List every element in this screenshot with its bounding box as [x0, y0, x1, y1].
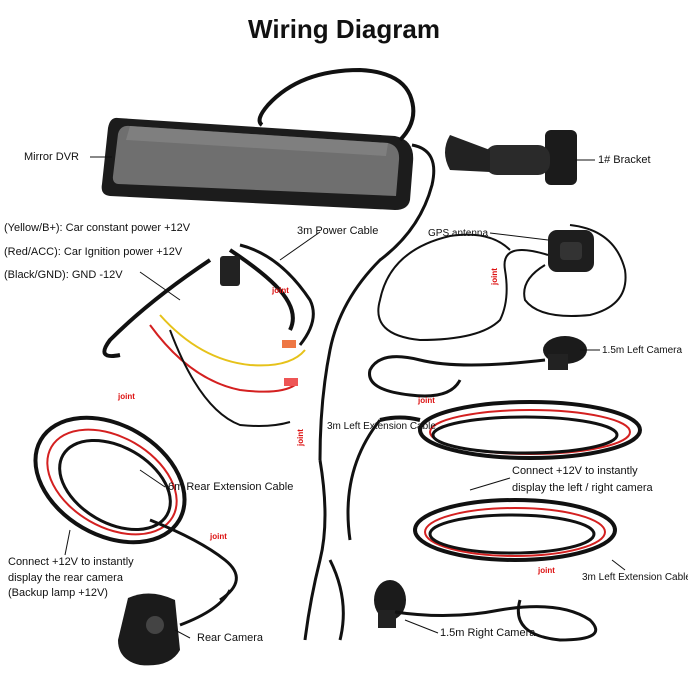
power-harness: [102, 243, 315, 427]
joint-label-rear-ext: joint: [118, 392, 135, 401]
joint-label-left: joint: [418, 396, 435, 405]
label-rear-extension: 6m Rear Extension Cable: [168, 481, 294, 493]
label-bracket: 1# Bracket: [598, 154, 651, 166]
joint-label-gps: joint: [490, 268, 499, 285]
label-red-wire: (Red/ACC): Car Ignition power +12V: [4, 246, 183, 258]
label-yellow-wire: (Yellow/B+): Car constant power +12V: [4, 222, 191, 234]
label-left-camera: 1.5m Left Camera: [602, 345, 683, 356]
joint-label-left-ext-2: joint: [538, 566, 555, 575]
label-power-cable: 3m Power Cable: [297, 225, 379, 237]
right-camera-device: [374, 580, 598, 642]
label-connect-rear-2: display the rear camera: [8, 572, 123, 584]
label-rear-camera: Rear Camera: [197, 632, 264, 644]
label-black-wire: (Black/GND): GND -12V: [4, 269, 123, 281]
label-connect-lr-2: display the left / right camera: [512, 482, 653, 494]
label-left-extension-2: 3m Left Extension Cable: [582, 572, 688, 583]
label-mirror-dvr: Mirror DVR: [24, 151, 79, 163]
label-gps-antenna: GPS antenna: [428, 228, 489, 239]
joint-label-rear-cam: joint: [210, 532, 227, 541]
rear-camera-device: [118, 589, 232, 666]
diagram-title: Wiring Diagram: [248, 14, 440, 44]
rear-extension-cable: [33, 415, 238, 602]
left-extension-cable-1: [379, 400, 642, 460]
mirror-dvr-device: [101, 117, 414, 210]
label-right-camera: 1.5m Right Camera: [440, 627, 536, 639]
label-left-extension-1: 3m Left Extension Cable: [327, 421, 436, 432]
left-camera-device: [368, 336, 587, 398]
joint-label-trunk: joint: [296, 429, 305, 446]
bracket-device: [445, 130, 577, 185]
gps-antenna-device: [377, 224, 627, 342]
joint-label-power: joint: [272, 286, 289, 295]
label-connect-rear-1: Connect +12V to instantly: [8, 556, 134, 568]
left-extension-cable-2: [413, 498, 617, 562]
label-connect-lr-1: Connect +12V to instantly: [512, 465, 638, 477]
label-connect-rear-3: (Backup lamp +12V): [8, 587, 108, 599]
